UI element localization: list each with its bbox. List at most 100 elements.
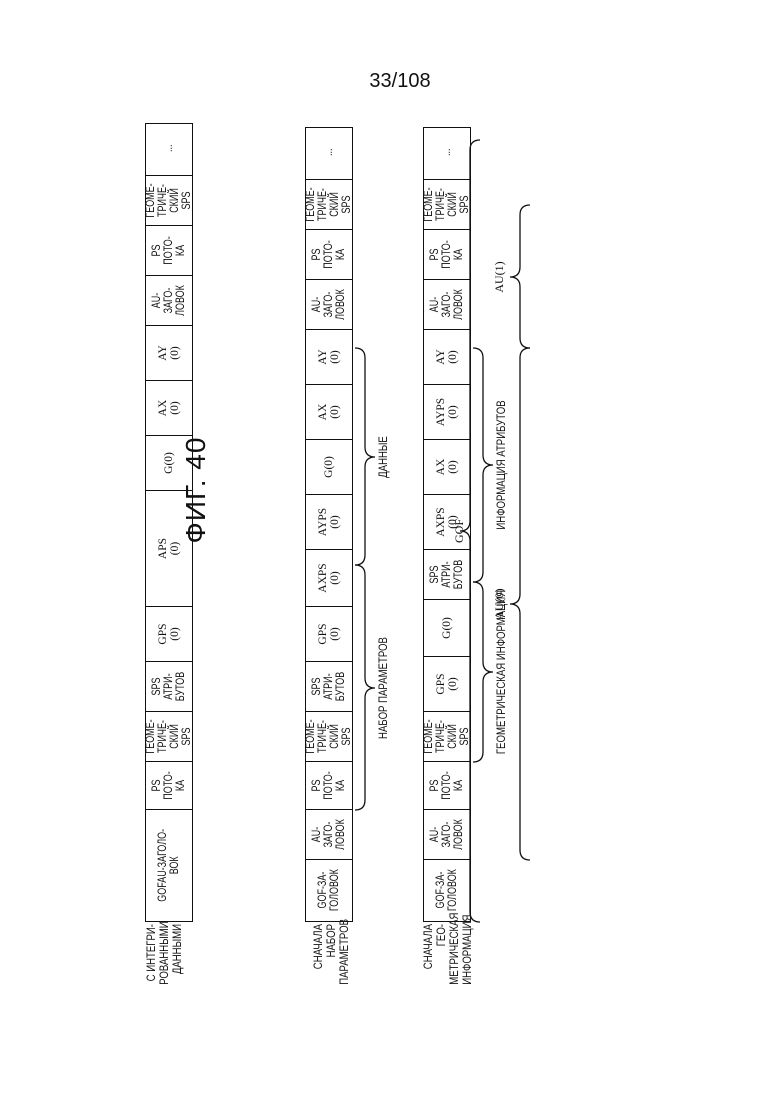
cell-text: G(0) (323, 456, 335, 478)
cell-text: AU-ЗАГО- ЛОВОК (429, 815, 465, 853)
row-label: СНАЧАЛА НАБОР ПАРАМЕТРОВ (312, 924, 351, 985)
stream-cell: AX (0) (146, 380, 192, 435)
stream-cell: SPS АТРИ- БУТОВ (306, 661, 352, 711)
stream-cell: ГЕОМЕ- ТРИЧЕ- СКИЙ SPS (424, 711, 470, 761)
stream-cell: AU-ЗАГО- ЛОВОК (424, 279, 470, 329)
cell-text: ... (441, 149, 453, 156)
cell-text: AYPS (0) (435, 398, 459, 426)
stream-cell: AX (0) (306, 384, 352, 439)
stream-cell: PS ПОТО- КА (146, 225, 192, 275)
au1-brace (510, 205, 530, 348)
page-number: 33/108 (350, 70, 450, 93)
stream-cell: ... (146, 122, 192, 175)
stream-cell: ГЕОМЕ- ТРИЧЕ- СКИЙ SPS (146, 711, 192, 761)
cell-text: GPS (0) (435, 673, 459, 694)
cell-text: ГЕОМЕ- ТРИЧЕ- СКИЙ SPS (424, 717, 470, 755)
cell-text: GOF-ЗА- ГОЛОВОК (435, 870, 459, 912)
cell-text: ГЕОМЕ- ТРИЧЕ- СКИЙ SPS (146, 717, 192, 755)
stream-cell: AX (0) (424, 439, 470, 494)
attribute-brace (473, 348, 493, 582)
stream-cell: PS ПОТО- КА (306, 761, 352, 809)
cell-text: ГЕОМЕ- ТРИЧЕ- СКИЙ SPS (424, 185, 470, 223)
stream-cell: ГЕОМЕ- ТРИЧЕ- СКИЙ SPS (146, 175, 192, 225)
stream-cell: GOF-ЗА- ГОЛОВОК (424, 859, 470, 921)
row-label: СНАЧАЛА ГЕО- МЕТРИЧЕСКАЯ ИНФОРМАЦИЯ (422, 924, 474, 985)
cell-text: GPS (0) (157, 623, 181, 644)
cell-text: AYPS (0) (317, 508, 341, 536)
stream-cell: PS ПОТО- КА (306, 229, 352, 279)
cell-text: ... (163, 145, 175, 152)
stream-cell: GPS (0) (306, 606, 352, 661)
cell-text: AY (0) (157, 345, 181, 361)
cell-text: GOFAU-ЗАГОЛО- ВОК (157, 829, 181, 902)
stream-cell: G(0) (146, 435, 192, 490)
cell-text: AX (0) (317, 404, 341, 421)
stream-cell: ... (424, 126, 470, 179)
cell-text: G(0) (163, 452, 175, 474)
stream-row: GOFAU-ЗАГОЛО- ВОК PS ПОТО- КА ГЕОМЕ- ТРИЧЕ… (145, 123, 193, 922)
cell-text: PS ПОТО- КА (429, 235, 465, 273)
stream-cell: AY (0) (146, 325, 192, 380)
cell-text: GPS (0) (317, 623, 341, 644)
stream-cell: ... (306, 126, 352, 179)
stream-cell: SPS АТРИ- БУТОВ (146, 661, 192, 711)
param-set-label: НАБОР ПАРАМЕТРОВ (376, 632, 390, 744)
stream-cell: PS ПОТО- КА (146, 761, 192, 809)
stream-cell: GPS (0) (146, 606, 192, 661)
param-set-brace (355, 565, 375, 810)
stream-cell: AU-ЗАГО- ЛОВОК (306, 809, 352, 859)
data-brace (355, 348, 375, 565)
cell-text: PS ПОТО- КА (151, 231, 187, 269)
cell-text: ГЕОМЕ- ТРИЧЕ- СКИЙ SPS (306, 717, 352, 755)
cell-text: AY (0) (317, 349, 341, 365)
stream-cell: AYPS (0) (424, 384, 470, 439)
cell-text: AU-ЗАГО- ЛОВОК (151, 281, 187, 319)
cell-text: AXPS (0) (317, 563, 341, 592)
figure-rotated-container: ФИГ. 40 GOF AU(0) AU(1) ГЕОМЕТРИЧЕСКАЯ И… (130, 140, 650, 1000)
stream-cell: AXPS (0) (424, 494, 470, 549)
data-label: ДАННЫЕ (376, 425, 390, 489)
au0-brace (510, 348, 530, 860)
stream-cell: GOFAU-ЗАГОЛО- ВОК (146, 809, 192, 921)
row-label: С ИНТЕГРИ- РОВАННЫМИ ДАННЫМИ (145, 924, 184, 985)
stream-row: GOF-ЗА- ГОЛОВОК AU-ЗАГО- ЛОВОК PS ПОТО- КА… (305, 127, 353, 922)
stream-cell: AY (0) (306, 329, 352, 384)
stream-cell: GOF-ЗА- ГОЛОВОК (306, 859, 352, 921)
geometry-brace (473, 582, 493, 762)
cell-text: AU-ЗАГО- ЛОВОК (311, 815, 347, 853)
cell-text: AU-ЗАГО- ЛОВОК (429, 285, 465, 323)
brackets-layer (130, 140, 650, 1000)
stream-row: GOF-ЗА- ГОЛОВОК AU-ЗАГО- ЛОВОК PS ПОТО- КА… (423, 127, 471, 922)
cell-text: SPS АТРИ- БУТОВ (311, 667, 347, 705)
cell-text: AU-ЗАГО- ЛОВОК (311, 285, 347, 323)
cell-text: SPS АТРИ- БУТОВ (429, 555, 465, 593)
cell-text: G(0) (441, 617, 453, 639)
stream-cell: AU-ЗАГО- ЛОВОК (306, 279, 352, 329)
stream-cell: GPS (0) (424, 656, 470, 711)
cell-text: AXPS (0) (435, 507, 459, 536)
cell-text: PS ПОТО- КА (151, 767, 187, 804)
stream-cell: AXPS (0) (306, 549, 352, 606)
stream-cell: G(0) (306, 439, 352, 494)
cell-text: PS ПОТО- КА (311, 235, 347, 273)
stream-cell: ГЕОМЕ- ТРИЧЕ- СКИЙ SPS (306, 179, 352, 229)
cell-text: ... (323, 149, 335, 156)
cell-text: GOF-ЗА- ГОЛОВОК (317, 870, 341, 912)
stream-cell: APS (0) (146, 490, 192, 606)
stream-cell: ГЕОМЕ- ТРИЧЕ- СКИЙ SPS (306, 711, 352, 761)
au1-label: AU(1) (492, 237, 507, 317)
cell-text: ГЕОМЕ- ТРИЧЕ- СКИЙ SPS (146, 181, 192, 219)
cell-text: PS ПОТО- КА (311, 767, 347, 804)
stream-cell: AU-ЗАГО- ЛОВОК (146, 275, 192, 325)
stream-cell: AYPS (0) (306, 494, 352, 549)
cell-text: PS ПОТО- КА (429, 767, 465, 804)
stream-cell: SPS АТРИ- БУТОВ (424, 549, 470, 599)
stream-cell: PS ПОТО- КА (424, 761, 470, 809)
cell-text: ГЕОМЕ- ТРИЧЕ- СКИЙ SPS (306, 185, 352, 223)
stream-cell: PS ПОТО- КА (424, 229, 470, 279)
cell-text: SPS АТРИ- БУТОВ (151, 667, 187, 705)
cell-text: AX (0) (435, 459, 459, 476)
cell-text: AY (0) (435, 349, 459, 365)
stream-cell: AU-ЗАГО- ЛОВОК (424, 809, 470, 859)
cell-text: AX (0) (157, 400, 181, 417)
